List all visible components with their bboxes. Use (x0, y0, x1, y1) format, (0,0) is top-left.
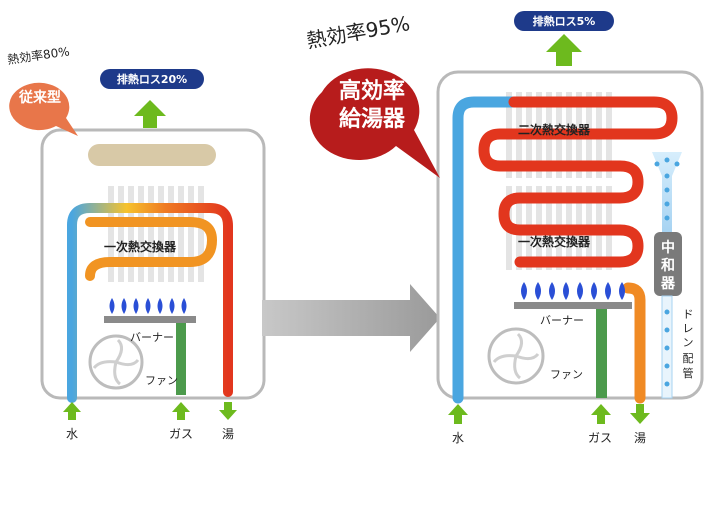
new-primary-exchanger-label: 一次熱交換器 (518, 234, 591, 249)
new-gas-inlet-arrow (591, 404, 611, 424)
old-gas-label: ガス (169, 427, 193, 441)
old-burner-plate (104, 316, 196, 323)
old-exhaust-vent (88, 144, 216, 166)
old-water-label: 水 (66, 427, 78, 441)
drain-char-2: レ (683, 322, 694, 335)
new-fan-label: ファン (550, 368, 583, 381)
neutralizer-char-1: 中 (661, 239, 675, 256)
neutralizer-char-3: 器 (660, 276, 676, 292)
drain-pipe-drops (664, 309, 670, 387)
old-burner-label: バーナー (130, 331, 174, 344)
drain-char-4: 配 (683, 352, 694, 365)
new-exhaust-loss-label: 排熱ロス5% (533, 14, 596, 28)
new-cold-water-pipe (452, 96, 520, 404)
new-type-label-line2: 給湯器 (339, 106, 406, 132)
old-efficiency-label: 熱効率80% (6, 43, 70, 67)
neutralizer-char-2: 和 (661, 258, 675, 274)
new-type-bubble (309, 68, 440, 178)
new-water-label: 水 (452, 431, 464, 445)
new-unit: 二次熱交換器 一次熱交換器 バーナー ファン 中 和 器 (305, 11, 704, 445)
new-burner-label: バーナー (540, 314, 584, 327)
new-burner-flames (521, 282, 625, 300)
old-fan-label: ファン (145, 374, 178, 387)
neutralizer-box (654, 232, 682, 296)
old-heat-exchanger-fins (108, 186, 204, 282)
old-gas-inlet-arrow (172, 402, 190, 420)
new-exhaust-badge (514, 11, 614, 31)
new-type-label-line1: 高効率 (339, 78, 405, 104)
new-water-inlet-arrow (448, 404, 468, 424)
new-secondary-exchanger-label: 二次熱交換器 (518, 122, 591, 137)
old-type-bubble (9, 82, 78, 136)
old-exhaust-loss-label: 排熱ロス20% (117, 72, 187, 86)
old-hot-water-label: 湯 (222, 427, 234, 441)
new-hot-water-pipe (622, 282, 646, 404)
old-unit: 一次熱交換器 バーナー ファン 水 ガス 湯 排熱ロス20% 熱効率80% 従来… (6, 43, 266, 441)
old-water-inlet-arrow (63, 402, 81, 420)
old-water-pipe (67, 203, 233, 403)
drain-char-1: ド (683, 308, 694, 321)
old-exhaust-arrow (134, 100, 166, 128)
old-hot-water-outlet-arrow (219, 402, 237, 420)
new-gas-pipe (596, 309, 607, 398)
old-gas-pipe (176, 323, 186, 395)
old-type-label: 従来型 (18, 89, 61, 106)
transition-arrow (262, 284, 440, 352)
drain-char-5: 管 (683, 366, 694, 380)
new-gas-label: ガス (588, 431, 612, 445)
new-hot-water-outlet-arrow (630, 404, 650, 424)
new-efficiency-label: 熱効率95% (305, 11, 412, 53)
old-pipe-loop (85, 217, 218, 281)
new-hot-pipe-serpentine (478, 96, 678, 268)
drain-char-3: ン (683, 336, 694, 349)
old-heat-exchanger-label: 一次熱交換器 (104, 239, 177, 254)
new-burner-plate (514, 302, 632, 309)
new-hot-water-label: 湯 (634, 431, 646, 445)
old-exhaust-badge (100, 69, 204, 89)
drain-drops (654, 157, 680, 221)
new-exhaust-arrow (546, 34, 582, 66)
old-burner-flames (109, 298, 187, 314)
